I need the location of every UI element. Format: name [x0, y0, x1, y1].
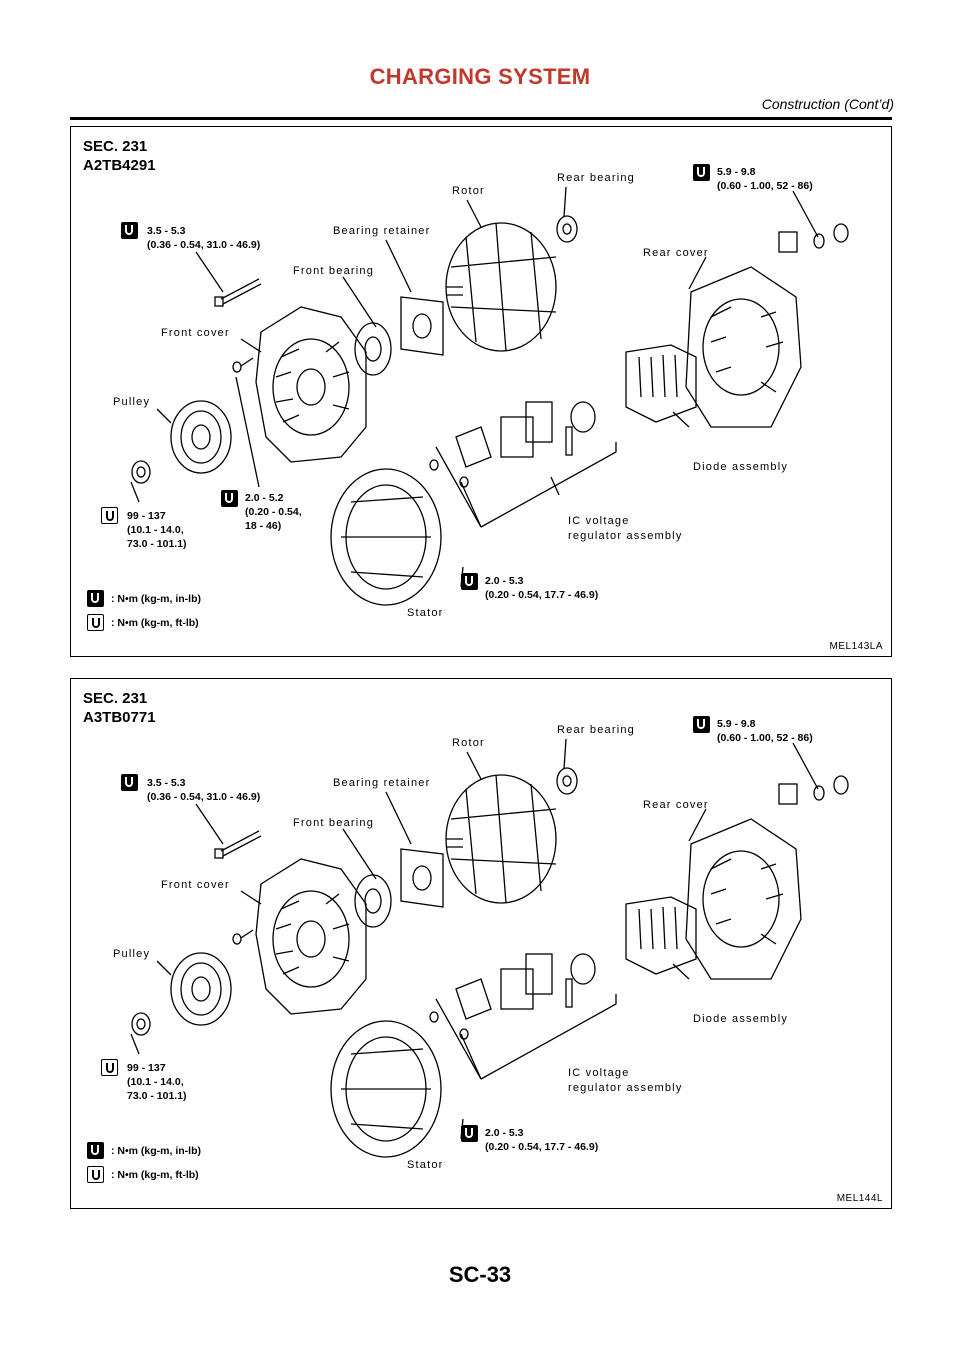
stator-label: Stator: [407, 1159, 444, 1171]
diode-assembly-label: Diode assembly: [693, 1013, 789, 1025]
diode-assembly-label: Diode assembly: [693, 461, 789, 473]
exploded-view-figure-1: SEC. 231 A2TB4291 Rear bearing Rotor Bea…: [70, 126, 892, 657]
torque-in-lb-icon: [121, 774, 138, 791]
cover-screw-torque-conversion-1: (0.20 - 0.54,: [245, 506, 302, 518]
pulley-label: Pulley: [113, 948, 151, 960]
legend-in-lb: : N•m (kg-m, in-lb): [111, 1145, 201, 1157]
cover-screw-torque-conversion-2: 18 - 46): [245, 520, 282, 532]
regulator-screw-torque-conversion: (0.20 - 0.54, 17.7 - 46.9): [485, 589, 599, 601]
legend-ft-lb-icon: [87, 1166, 104, 1183]
front-cover-label: Front cover: [161, 327, 230, 339]
through-bolt-torque-spec: 3.5 - 5.3 (0.36 - 0.54, 31.0 - 46.9): [147, 224, 260, 252]
cover-screw-torque-spec: 2.0 - 5.2 (0.20 - 0.54, 18 - 46): [245, 491, 302, 533]
regulator-screw-torque-conversion: (0.20 - 0.54, 17.7 - 46.9): [485, 1141, 599, 1153]
section-code: SEC. 231 A2TB4291: [83, 137, 156, 175]
stator-label: Stator: [407, 607, 444, 619]
pulley-nut-torque-conversion-1: (10.1 - 14.0,: [127, 1076, 184, 1088]
front-cover-label: Front cover: [161, 879, 230, 891]
regulator-screw-torque-spec: 2.0 - 5.3 (0.20 - 0.54, 17.7 - 46.9): [485, 574, 598, 602]
torque-in-lb-icon: [221, 490, 238, 507]
pulley-label: Pulley: [113, 396, 151, 408]
rear-cover-label: Rear cover: [643, 247, 709, 259]
section-number: SEC. 231: [83, 138, 148, 155]
pulley-nut-torque-value: 99 - 137: [127, 510, 166, 522]
rotor-label: Rotor: [452, 185, 485, 197]
ic-regulator-label-line2: regulator assembly: [568, 1082, 683, 1094]
rear-nut-torque-conversion: (0.60 - 1.00, 52 - 86): [717, 180, 813, 192]
alternator-exploded-drawing-2: [130, 738, 849, 1158]
cover-screw-torque-value: 2.0 - 5.2: [245, 492, 284, 504]
front-bearing-label: Front bearing: [293, 265, 375, 277]
figure-code: MEL143LA: [829, 641, 883, 652]
regulator-screw-torque-value: 2.0 - 5.3: [485, 575, 524, 587]
rear-nut-torque-conversion: (0.60 - 1.00, 52 - 86): [717, 732, 813, 744]
torque-in-lb-icon: [693, 716, 710, 733]
legend-in-lb-icon: [87, 590, 104, 607]
torque-in-lb-icon: [693, 164, 710, 181]
torque-in-lb-icon: [461, 1125, 478, 1142]
through-bolt-torque-conversion: (0.36 - 0.54, 31.0 - 46.9): [147, 791, 261, 803]
regulator-screw-torque-value: 2.0 - 5.3: [485, 1127, 524, 1139]
regulator-screw-torque-spec: 2.0 - 5.3 (0.20 - 0.54, 17.7 - 46.9): [485, 1126, 598, 1154]
page-title: CHARGING SYSTEM: [369, 64, 591, 89]
pulley-nut-torque-conversion-2: 73.0 - 101.1): [127, 1090, 187, 1102]
bearing-retainer-label: Bearing retainer: [333, 777, 431, 789]
header-rule: [70, 117, 892, 120]
through-bolt-torque-spec: 3.5 - 5.3 (0.36 - 0.54, 31.0 - 46.9): [147, 776, 260, 804]
rear-bearing-label: Rear bearing: [557, 172, 635, 184]
rear-bearing-label: Rear bearing: [557, 724, 635, 736]
rear-nut-torque-value: 5.9 - 9.8: [717, 166, 756, 178]
pulley-nut-torque-conversion-1: (10.1 - 14.0,: [127, 524, 184, 536]
torque-in-lb-icon: [461, 573, 478, 590]
through-bolt-torque-conversion: (0.36 - 0.54, 31.0 - 46.9): [147, 239, 261, 251]
torque-ft-lb-icon: [101, 1059, 118, 1076]
rear-nut-torque-spec: 5.9 - 9.8 (0.60 - 1.00, 52 - 86): [717, 165, 813, 193]
exploded-view-figure-2: SEC. 231 A3TB0771 Rear bearing Rotor Bea…: [70, 678, 892, 1209]
rotor-label: Rotor: [452, 737, 485, 749]
figure-code: MEL144L: [836, 1193, 883, 1204]
rear-nut-torque-spec: 5.9 - 9.8 (0.60 - 1.00, 52 - 86): [717, 717, 813, 745]
front-bearing-label: Front bearing: [293, 817, 375, 829]
page-subtitle: Construction (Cont’d): [761, 96, 894, 112]
bearing-retainer-label: Bearing retainer: [333, 225, 431, 237]
torque-in-lb-icon: [121, 222, 138, 239]
rear-cover-label: Rear cover: [643, 799, 709, 811]
page-number: SC-33: [448, 1262, 512, 1287]
legend-in-lb-icon: [87, 1142, 104, 1159]
section-number: SEC. 231: [83, 690, 148, 707]
alternator-exploded-drawing-1: [130, 186, 849, 606]
ic-regulator-label-line1: IC voltage: [568, 1067, 630, 1079]
legend-in-lb: : N•m (kg-m, in-lb): [111, 593, 201, 605]
pulley-nut-torque-value: 99 - 137: [127, 1062, 166, 1074]
ic-regulator-label-line2: regulator assembly: [568, 530, 683, 542]
ic-regulator-label-line1: IC voltage: [568, 515, 630, 527]
torque-ft-lb-icon: [101, 507, 118, 524]
pulley-nut-torque-spec: 99 - 137 (10.1 - 14.0, 73.0 - 101.1): [127, 509, 187, 551]
rear-nut-torque-value: 5.9 - 9.8: [717, 718, 756, 730]
through-bolt-torque-value: 3.5 - 5.3: [147, 225, 186, 237]
pulley-nut-torque-conversion-2: 73.0 - 101.1): [127, 538, 187, 550]
legend-ft-lb-icon: [87, 614, 104, 631]
figure-reference: A2TB4291: [83, 157, 156, 174]
figure-reference: A3TB0771: [83, 709, 156, 726]
through-bolt-torque-value: 3.5 - 5.3: [147, 777, 186, 789]
legend-ft-lb: : N•m (kg-m, ft-lb): [111, 617, 199, 629]
section-code: SEC. 231 A3TB0771: [83, 689, 156, 727]
legend-ft-lb: : N•m (kg-m, ft-lb): [111, 1169, 199, 1181]
pulley-nut-torque-spec: 99 - 137 (10.1 - 14.0, 73.0 - 101.1): [127, 1061, 187, 1103]
